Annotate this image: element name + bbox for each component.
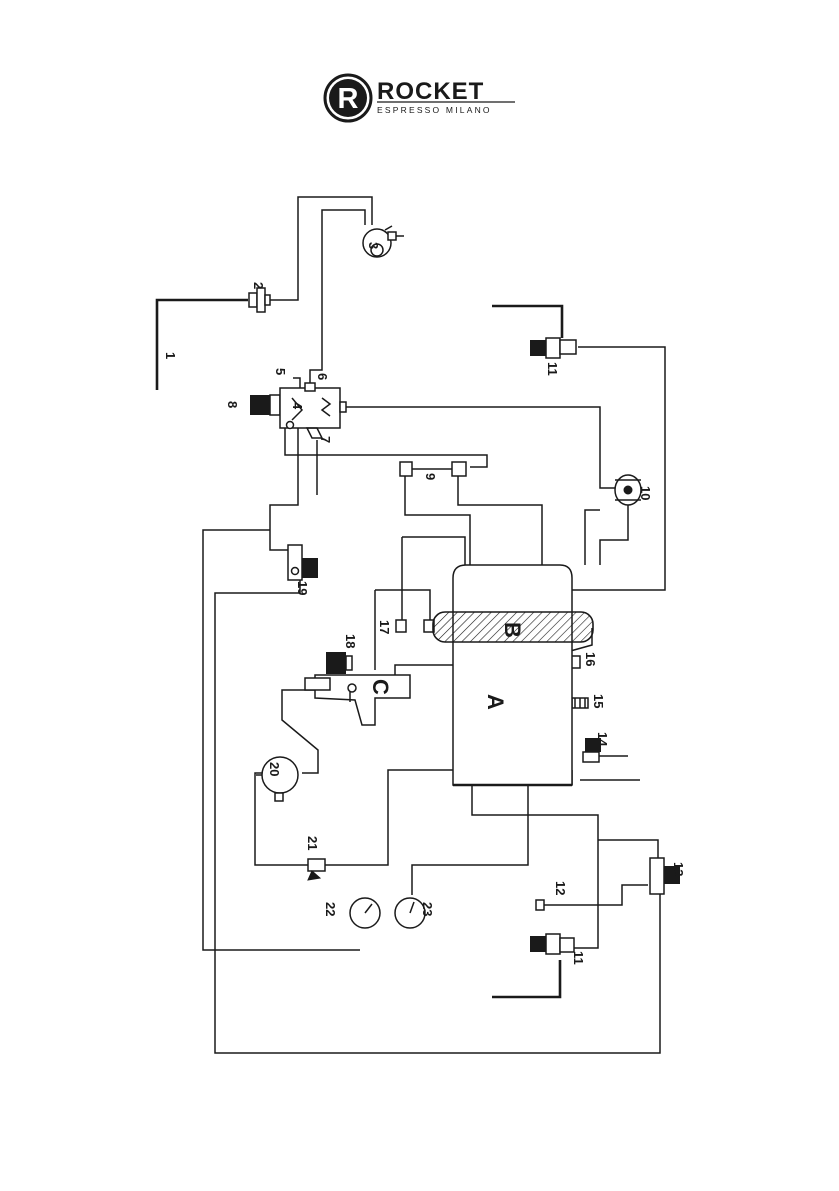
label-2: 2 (251, 282, 266, 289)
label-13: 13 (671, 862, 686, 876)
label-11-bottom: 11 (571, 951, 586, 965)
group-c-icon (305, 675, 410, 725)
label-21: 21 (305, 836, 320, 850)
label-16: 16 (583, 652, 598, 666)
label-20: 20 (267, 762, 282, 776)
solenoid-valve-11-top-icon (530, 338, 576, 358)
label-19: 19 (295, 581, 310, 595)
heating-element-15-icon (572, 698, 588, 708)
probe-12-icon (536, 900, 544, 910)
label-7: 7 (318, 436, 333, 443)
solenoid-valve-11-bottom-icon (530, 934, 574, 954)
sensor-17-icon (396, 620, 434, 632)
label-14: 14 (595, 732, 610, 747)
label-12: 12 (553, 881, 568, 895)
label-c: C (368, 679, 393, 695)
label-23: 23 (420, 902, 435, 916)
label-18: 18 (343, 634, 358, 648)
label-a: A (483, 694, 508, 710)
gauge-22-icon (350, 898, 380, 928)
label-10: 10 (638, 486, 653, 500)
label-b: B (500, 622, 525, 638)
filter-2-icon (249, 288, 270, 312)
label-5: 5 (273, 368, 288, 375)
label-8: 8 (225, 401, 240, 408)
pump-10-icon (615, 475, 641, 505)
label-15: 15 (591, 694, 606, 708)
label-9: 9 (423, 473, 438, 480)
label-6: 6 (315, 373, 330, 380)
label-22: 22 (323, 902, 338, 916)
solenoid-valve-18-icon (326, 652, 352, 674)
solenoid-valve-19-icon (288, 545, 318, 580)
label-17: 17 (377, 620, 392, 634)
boiler-a (453, 565, 572, 785)
valve-21-icon (308, 859, 325, 880)
label-3: 3 (366, 242, 381, 249)
label-4: 4 (290, 402, 305, 410)
label-11-top: 11 (545, 362, 560, 376)
labels: B A C 1 2 3 4 5 6 7 8 9 10 11 12 13 14 1… (163, 242, 686, 965)
label-1: 1 (163, 352, 178, 359)
